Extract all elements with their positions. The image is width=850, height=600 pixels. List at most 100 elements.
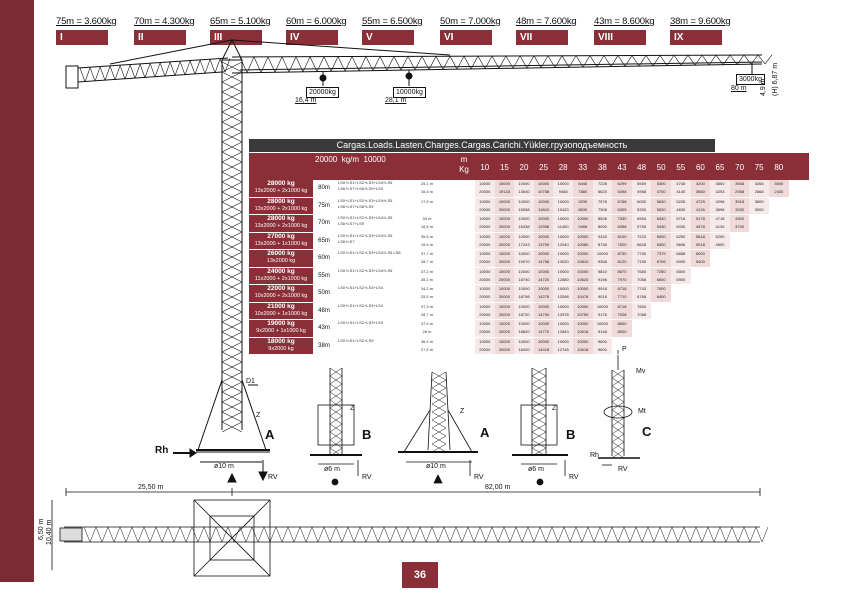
jib-option-length: 70m = 4.300kg [134,16,195,27]
jib-option-length: 48m = 7.600kg [516,16,577,27]
load-table-title: Cargas.Loads.Lasten.Charges.Cargas.Caric… [249,139,715,152]
value-cell [730,233,750,250]
jib-option-roman: II [134,30,186,45]
height-cell: 80m [318,185,330,191]
value-cell [632,338,652,355]
height-cell: 48m [318,307,330,314]
height-cell: 65m [318,237,330,244]
load-label-1: 20000kg [306,87,339,98]
value-cell [710,303,730,320]
value-cell [730,303,750,320]
radius-header: 43 [617,163,627,172]
radius-header: 28 [558,163,568,172]
height-cell: 75m [318,202,330,209]
value-cell [769,215,789,232]
height-cell: 70m [318,220,330,226]
diagram-b-label-2: B [566,427,576,442]
height-cell: 60m [318,255,330,261]
radius-header: 65 [715,163,725,172]
value-cell [671,320,691,337]
value-cell [710,320,730,337]
value-cell [749,250,769,267]
value-cell [730,320,750,337]
value-cell [730,268,750,285]
value-cell [769,233,789,250]
jib-option-roman: IX [670,30,722,45]
rv-label-5: RV [618,466,628,473]
base-dim-3: ø10 m [426,463,446,470]
base-dim-2: ø6 m [324,466,340,473]
header-jib-icon-label: 20000 kg/m 10000 [315,155,386,164]
config-cell: LS0+LS1+LS2+LS3+LS9 [338,320,383,325]
rv-label-3: RV [474,474,484,481]
radius-header: 25 [539,163,549,172]
jib-option-roman: VI [440,30,492,45]
jib-option-roman: VIII [594,30,646,45]
jib-option-roman: IV [286,30,338,45]
load-dist-2: 28,1 m [385,97,407,104]
config-cell: LS0+LS1+LS2+LS3+LS4 [338,302,383,308]
value-cell [710,285,730,302]
value-cell [671,285,691,302]
value-cell [691,268,711,285]
radius-header: 15 [499,163,509,172]
jib-option-length: 75m = 3.600kg [56,16,117,27]
config-cell: LS0+LS1+LS2+LS3+LS4+LS5 [338,267,393,273]
